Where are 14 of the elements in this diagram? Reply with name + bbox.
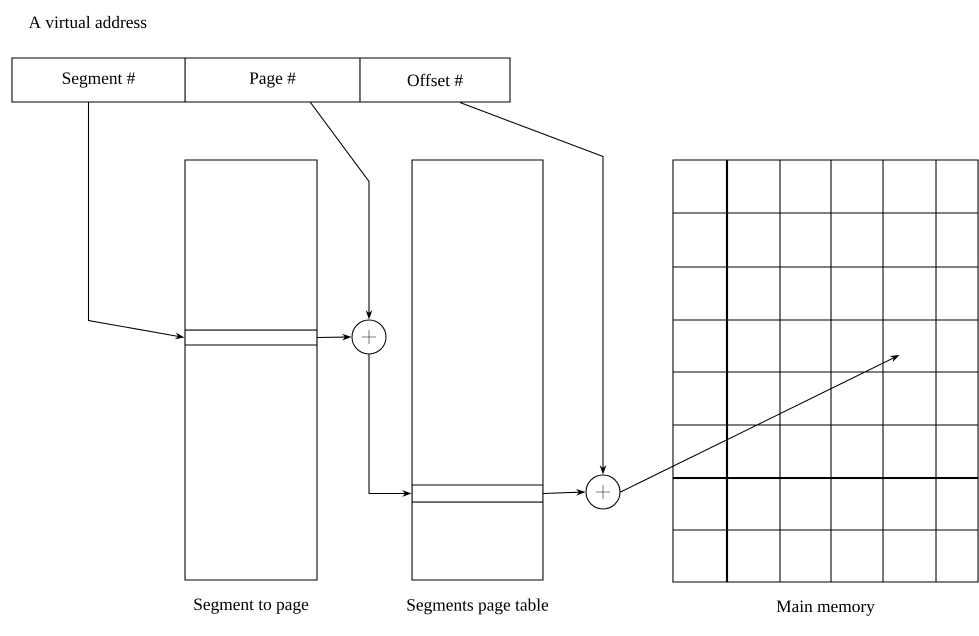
address-field: Offset #	[359, 57, 511, 103]
node-label: Segment to page	[194, 598, 308, 614]
address-field: Page #	[184, 57, 360, 103]
adder-circle	[585, 474, 621, 510]
table-entry	[184, 330, 318, 346]
address-field: Segment #	[11, 57, 186, 103]
memory-grid: Main memory	[672, 159, 979, 616]
node-label: Main memory	[776, 600, 875, 616]
page-table: Segments page table	[407, 159, 548, 614]
adder-circle	[351, 319, 387, 355]
table-entry	[412, 484, 544, 503]
title: A virtual address	[28, 16, 146, 28]
node-label: Segments page table	[407, 598, 548, 614]
page-table: Segment to page	[184, 159, 318, 614]
